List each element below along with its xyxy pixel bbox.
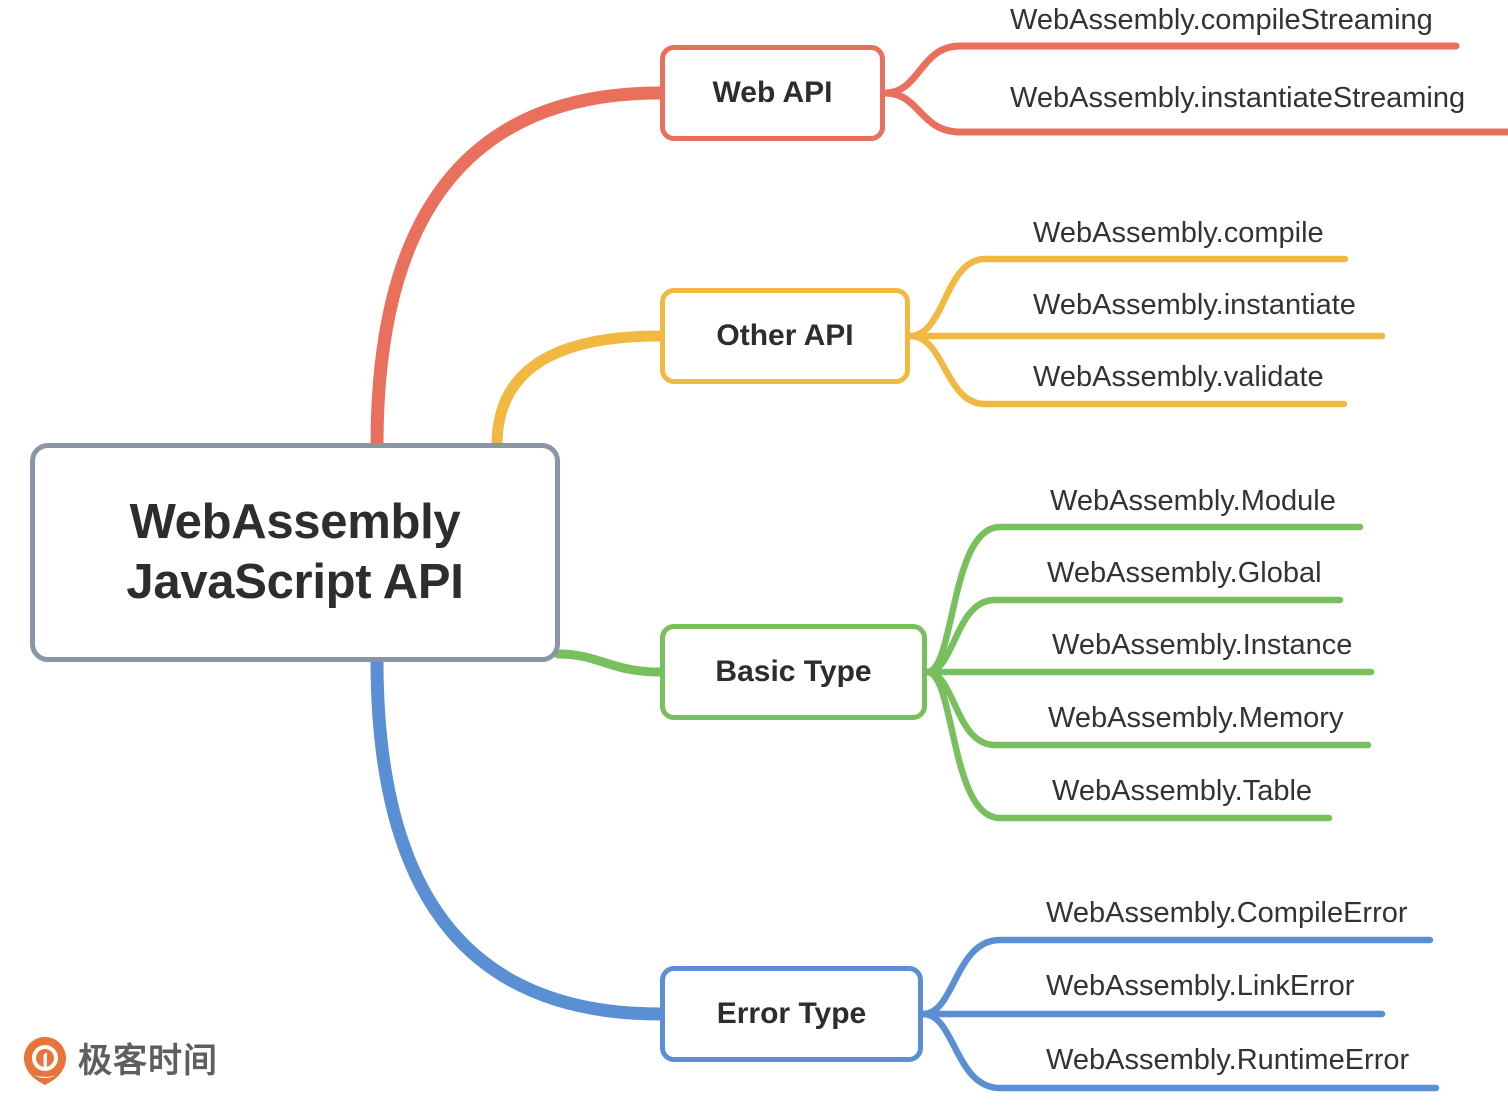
watermark-text: 极客时间	[78, 1042, 218, 1080]
branch-node-error-type[interactable]: Error Type	[660, 966, 923, 1062]
edge-root-web-api	[370, 86, 667, 452]
leaf-label-runtime-error[interactable]: WebAssembly.RuntimeError	[1046, 1044, 1410, 1076]
edge-basic-type-leaf-4	[923, 668, 1333, 822]
edge-other-api-leaf-2	[906, 332, 1348, 408]
leaf-label-link-error[interactable]: WebAssembly.LinkError	[1046, 970, 1355, 1002]
edge-web-api-leaf-1	[881, 89, 1508, 136]
leaf-label-instantiate-streaming[interactable]: WebAssembly.instantiateStreaming	[1010, 82, 1466, 114]
leaf-label-memory[interactable]: WebAssembly.Memory	[1048, 702, 1344, 734]
edge-basic-type-leaf-1	[923, 596, 1344, 676]
leaf-label-module[interactable]: WebAssembly.Module	[1050, 485, 1336, 517]
edge-root-other-api	[491, 330, 666, 451]
root-label-line-1: WebAssembly	[129, 494, 461, 549]
leaf-label-validate[interactable]: WebAssembly.validate	[1033, 361, 1324, 393]
geektime-pin-icon	[24, 1037, 66, 1085]
root-label-line-2: JavaScript API	[126, 554, 464, 609]
edge-error-type-leaf-0	[919, 936, 1434, 1018]
branch-node-label: Error Type	[716, 997, 867, 1030]
branch-node-label: Web API	[712, 76, 833, 109]
edge-web-api-leaf-0	[881, 42, 1460, 97]
edge-other-api-leaf-0	[906, 255, 1349, 340]
leaf-label-instantiate[interactable]: WebAssembly.instantiate	[1033, 289, 1356, 321]
edge-root-basic-type	[553, 649, 665, 677]
branch-node-basic-type[interactable]: Basic Type	[660, 624, 927, 720]
root-node-label: WebAssembly JavaScript API	[126, 493, 463, 613]
branch-node-label: Other API	[716, 319, 854, 352]
leaf-label-table[interactable]: WebAssembly.Table	[1052, 775, 1313, 807]
watermark-logo: 极客时间	[22, 1036, 218, 1086]
edge-error-type-leaf-2	[919, 1010, 1440, 1092]
leaf-label-compile-error[interactable]: WebAssembly.CompileError	[1046, 897, 1408, 929]
leaf-label-compile-streaming[interactable]: WebAssembly.compileStreaming	[1010, 4, 1433, 36]
root-node[interactable]: WebAssembly JavaScript API	[30, 443, 560, 662]
leaf-label-global[interactable]: WebAssembly.Global	[1047, 557, 1322, 589]
branch-node-label: Basic Type	[715, 655, 872, 688]
leaf-label-instance[interactable]: WebAssembly.Instance	[1052, 629, 1353, 661]
leaf-label-compile[interactable]: WebAssembly.compile	[1033, 217, 1324, 249]
branch-node-other-api[interactable]: Other API	[660, 288, 910, 384]
branch-node-web-api[interactable]: Web API	[660, 45, 885, 141]
edge-root-error-type	[370, 653, 667, 1021]
